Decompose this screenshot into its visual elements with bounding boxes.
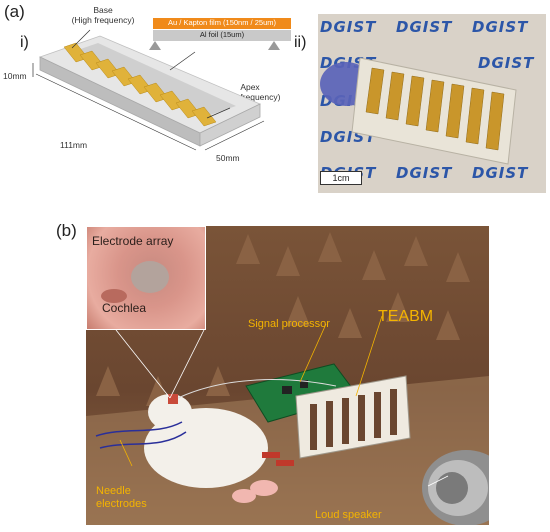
watermark: DGIST xyxy=(478,54,535,72)
watermark: DGIST xyxy=(472,18,529,36)
inset-cochlea-photo xyxy=(86,226,206,330)
support-triangle-left xyxy=(149,41,161,50)
watermark: DGIST xyxy=(396,164,453,182)
label-signal-processor: Signal processor xyxy=(248,318,330,330)
block-side xyxy=(199,103,261,147)
photo-fabricated-device: DGIST DGIST DGIST DGIST DGIST DGIST DGIS… xyxy=(318,14,546,193)
scale-bar: 1cm xyxy=(320,171,362,185)
panel-a-ii-label-outer: ii) xyxy=(294,34,307,51)
teabm-device xyxy=(295,375,411,459)
block-slot xyxy=(72,43,236,115)
watermark: DGIST xyxy=(320,18,377,36)
legend-al-foil: Al foil (15um) xyxy=(153,30,291,41)
label-needle-electrodes: Needle electrodes xyxy=(96,485,147,510)
dim-width-label: 50mm xyxy=(216,153,240,163)
panel-a-label: (a) xyxy=(4,2,25,21)
label-loud-speaker: Loud speaker xyxy=(315,509,382,521)
support-triangle-right xyxy=(268,41,280,50)
photo-experiment-setup xyxy=(86,226,489,525)
device-photo-graphics xyxy=(320,57,517,165)
panel-a-i-label: i) xyxy=(20,34,29,51)
dim-height-label: 10mm xyxy=(3,71,27,81)
cochlea-region xyxy=(131,261,169,293)
watermark: DGIST xyxy=(396,18,453,36)
label-teabm: TEABM xyxy=(378,308,434,325)
watermark: DGIST xyxy=(472,164,529,182)
panel-b-label: (b) xyxy=(56,221,77,240)
apex-label: Apex (Low frequency) xyxy=(219,82,281,102)
legend-au-kapton: Au / Kapton film (150nm / 25um) xyxy=(153,18,291,29)
label-electrode-array: Electrode array xyxy=(92,234,174,248)
label-cochlea: Cochlea xyxy=(102,301,147,315)
dim-length-label: 111mm xyxy=(60,140,88,150)
cochlea-model-schematic xyxy=(32,29,265,151)
electrode-strips xyxy=(63,42,217,127)
base-label: Base (High frequency) xyxy=(71,5,135,25)
setup-photo-graphics xyxy=(86,315,489,525)
